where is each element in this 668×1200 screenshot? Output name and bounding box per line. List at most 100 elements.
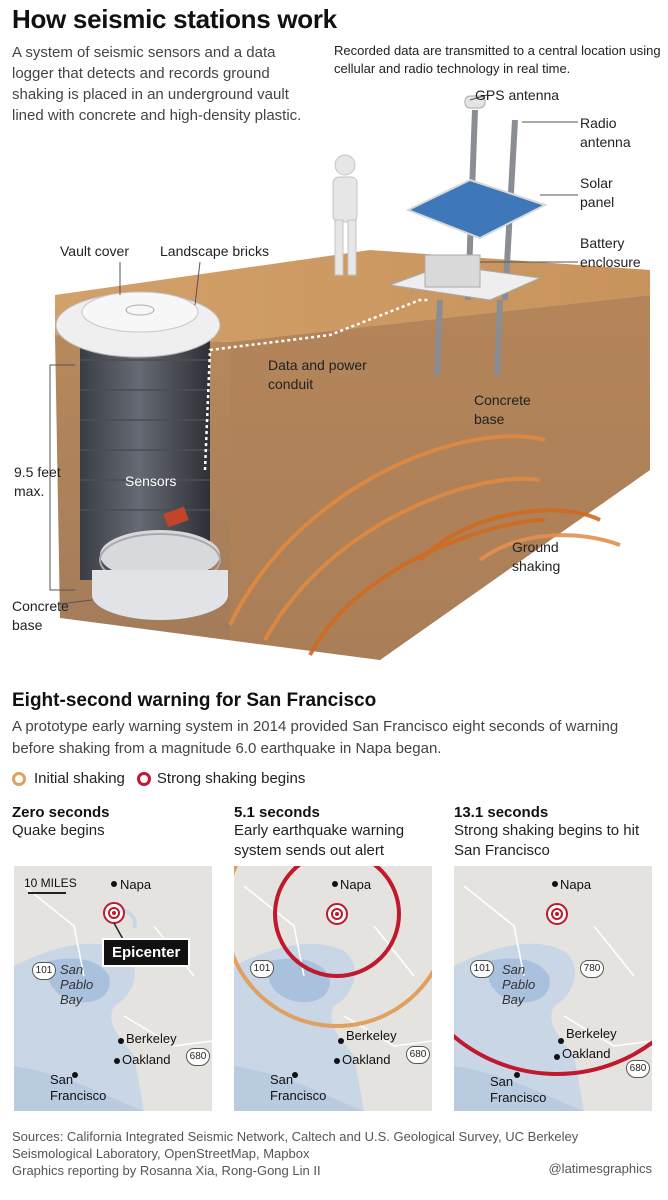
sources-footer: Sources: California Integrated Seismic N…	[12, 1128, 632, 1179]
person-figure	[332, 154, 358, 276]
oakland-marker	[114, 1058, 120, 1064]
panel-caption: Strong shaking begins to hit San Francis…	[454, 822, 640, 859]
berkeley-label: Berkeley	[346, 1028, 397, 1043]
gps-antenna	[464, 95, 486, 109]
ground-shaking-waves	[228, 434, 621, 656]
napa-label: Napa	[120, 877, 152, 892]
intro-text: A system of seismic sensors and a data l…	[12, 44, 302, 124]
panel-caption: Quake begins	[12, 822, 105, 839]
radio-antenna-label: Radio antenna	[580, 115, 631, 150]
napa-marker	[111, 881, 117, 887]
reporting-credit: Graphics reporting by Rosanna Xia, Rong-…	[12, 1163, 321, 1178]
concrete-base-left-label: Concrete base	[12, 598, 69, 633]
sf-label-line: San	[490, 1074, 514, 1089]
bay-label-line: Pablo	[60, 977, 94, 992]
data-power-conduit	[203, 298, 430, 471]
seismic-station-diagram	[55, 95, 650, 660]
map-base	[454, 866, 652, 1111]
bay-label: San Pablo Bay	[60, 962, 93, 1007]
transmission-note: Recorded data are transmitted to a centr…	[334, 43, 661, 76]
conduit-label: Data and power conduit	[268, 357, 367, 392]
napa-label: Napa	[340, 877, 372, 892]
oakland-label: Oakland	[342, 1052, 391, 1067]
bay-label-line: San	[502, 962, 526, 977]
berkeley-marker	[338, 1038, 344, 1044]
page-title: How seismic stations work	[12, 4, 337, 34]
highway-101-shield: 101	[250, 960, 274, 978]
map-5s: Napa 101 Berkeley Oakland 680 San Franci…	[234, 866, 432, 1111]
initial-shaking-ring	[234, 866, 432, 1028]
berkeley-label: Berkeley	[566, 1026, 617, 1041]
vault-cover	[81, 291, 199, 333]
oakland-marker	[334, 1058, 340, 1064]
map-13s: Napa 101 780 San Pablo Bay Berkeley Oakl…	[454, 866, 652, 1111]
warning-title: Eight-second warning for San Francisco	[12, 690, 377, 711]
panel-zero: Zero seconds Quake begins	[12, 804, 212, 841]
scale-label: 10 MILES	[24, 876, 77, 890]
bay-label: San Pablo Bay	[502, 962, 535, 1007]
solar-panel-label: Solar panel	[580, 175, 615, 210]
berkeley-marker	[558, 1038, 564, 1044]
legend-strong-label: Strong shaking begins	[156, 770, 306, 787]
vault-cover-label: Vault cover	[60, 243, 129, 259]
napa-label: Napa	[560, 877, 592, 892]
panel-13s: 13.1 seconds Strong shaking begins to hi…	[454, 804, 654, 861]
panel-5s: 5.1 seconds Early earthquake warning sys…	[234, 804, 434, 861]
panel-time: 13.1 seconds	[454, 804, 549, 821]
depth-label: 9.5 feet max.	[14, 464, 61, 499]
epicenter-label: Epicenter	[102, 938, 191, 967]
initial-shaking-ring-icon	[12, 771, 26, 786]
ground-shaking-label: Ground shaking	[512, 539, 561, 574]
sf-label: San Francisco	[270, 1072, 326, 1104]
legend-initial-label: Initial shaking	[34, 770, 125, 787]
sf-label-line: Francisco	[50, 1088, 107, 1103]
sf-marker	[292, 1072, 298, 1078]
solar-panel	[405, 178, 548, 240]
napa-marker	[552, 881, 558, 887]
warning-description: A prototype early warning system in 2014…	[12, 718, 619, 757]
bay-label-line: Bay	[60, 992, 83, 1007]
sources-text: Sources: California Integrated Seismic N…	[12, 1129, 579, 1161]
latimes-credit: @latimesgraphics	[548, 1161, 652, 1176]
bay-label-line: San	[60, 962, 84, 977]
landscape-bricks-label: Landscape bricks	[160, 243, 269, 259]
highway-680-shield: 680	[406, 1046, 430, 1064]
sf-label-line: Francisco	[490, 1090, 547, 1105]
sf-marker	[514, 1072, 520, 1078]
panel-time: 5.1 seconds	[234, 804, 320, 821]
highway-101-shield: 101	[470, 960, 494, 978]
panel-time: Zero seconds	[12, 804, 110, 821]
bay-label-line: Pablo	[502, 977, 536, 992]
oakland-label: Oakland	[122, 1052, 171, 1067]
bay-label-line: Bay	[502, 992, 525, 1007]
strong-shaking-ring	[454, 1033, 652, 1076]
battery-enclosure	[424, 254, 481, 288]
map-legend: Initial shaking Strong shaking begins	[12, 770, 305, 787]
sf-label: San Francisco	[490, 1074, 546, 1106]
sensor-brick	[163, 506, 189, 528]
highway-780-shield: 780	[580, 960, 604, 978]
sf-label-line: San	[50, 1072, 74, 1087]
leader-lines	[49, 94, 578, 605]
strong-shaking-ring	[273, 866, 401, 978]
oakland-label: Oakland	[562, 1046, 611, 1061]
map-base	[234, 866, 432, 1111]
gps-antenna-label: GPS antenna	[475, 87, 560, 103]
map-zero-seconds: 10 MILES Napa Epicenter 101 San Pablo Ba…	[14, 866, 212, 1111]
concrete-base-right-label: Concrete base	[474, 392, 531, 427]
berkeley-label: Berkeley	[126, 1031, 177, 1046]
battery-enclosure-label: Battery enclosure	[580, 235, 641, 270]
strong-shaking-ring-icon	[136, 771, 151, 786]
highway-680-shield: 680	[626, 1060, 650, 1078]
panel-caption: Early earthquake warning system sends ou…	[234, 822, 405, 859]
sf-marker	[72, 1072, 78, 1078]
sf-label-line: Francisco	[270, 1088, 327, 1103]
highway-680-shield: 680	[186, 1048, 210, 1066]
sensors-label: Sensors	[125, 473, 177, 489]
oakland-marker	[554, 1054, 560, 1060]
sf-label-line: San	[270, 1072, 294, 1087]
map-base	[14, 866, 212, 1111]
highway-101-shield: 101	[32, 962, 56, 980]
berkeley-marker	[118, 1038, 124, 1044]
sf-label: San Francisco	[50, 1072, 106, 1104]
